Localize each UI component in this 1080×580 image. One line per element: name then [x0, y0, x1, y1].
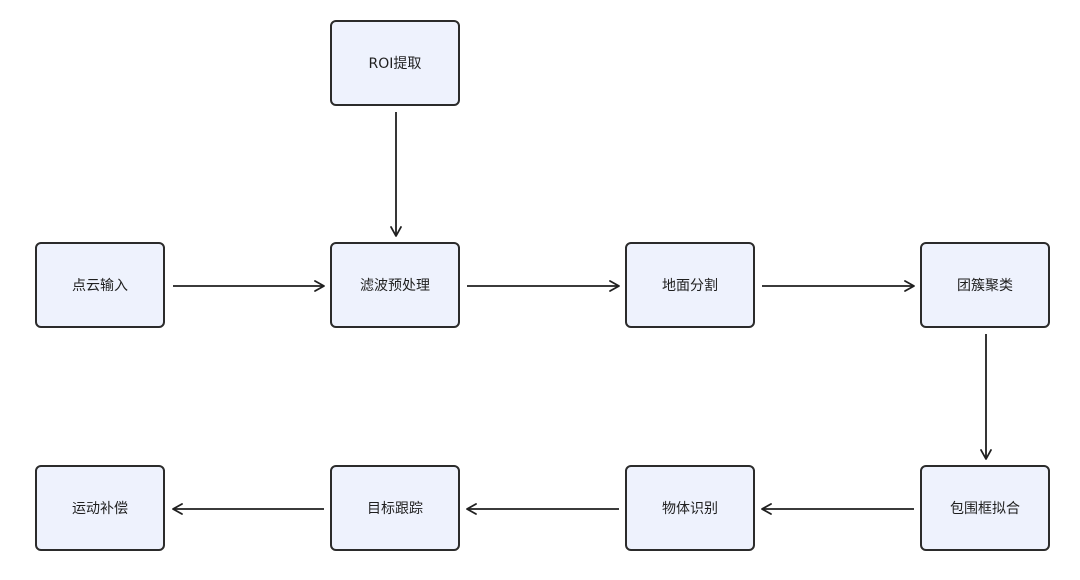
node-motion-compensation: 运动补偿 — [35, 465, 165, 551]
node-label-clustering: 团簇聚类 — [957, 278, 1013, 294]
node-label-point-cloud-input: 点云输入 — [72, 278, 128, 294]
node-label-bounding-box-fitting: 包围框拟合 — [950, 501, 1020, 517]
node-bounding-box-fitting: 包围框拟合 — [920, 465, 1050, 551]
node-filter-preprocessing: 滤波预处理 — [330, 242, 460, 328]
node-point-cloud-input: 点云输入 — [35, 242, 165, 328]
node-label-roi-extraction: ROI提取 — [368, 56, 422, 72]
node-object-recognition: 物体识别 — [625, 465, 755, 551]
node-label-filter-preprocessing: 滤波预处理 — [360, 278, 430, 294]
node-label-motion-compensation: 运动补偿 — [72, 501, 128, 517]
node-ground-segmentation: 地面分割 — [625, 242, 755, 328]
node-label-object-recognition: 物体识别 — [662, 501, 718, 517]
node-clustering: 团簇聚类 — [920, 242, 1050, 328]
node-target-tracking: 目标跟踪 — [330, 465, 460, 551]
node-label-target-tracking: 目标跟踪 — [367, 501, 423, 517]
node-roi-extraction: ROI提取 — [330, 20, 460, 106]
node-label-ground-segmentation: 地面分割 — [662, 278, 718, 294]
